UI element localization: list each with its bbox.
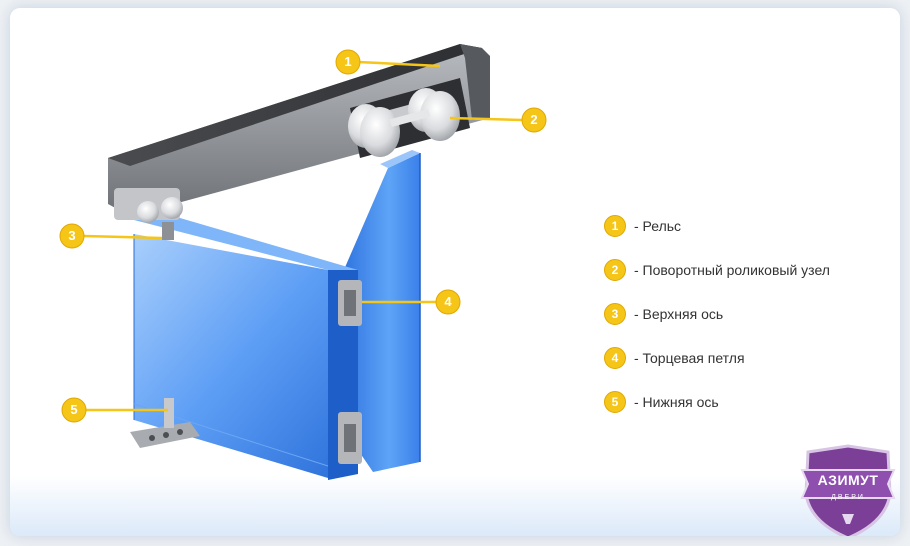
bottom-axis	[130, 398, 200, 448]
legend-label: - Поворотный роликовый узел	[634, 262, 830, 278]
svg-text:4: 4	[444, 294, 452, 309]
back-glass-panel	[343, 150, 421, 472]
legend-label: - Торцевая петля	[634, 350, 745, 366]
diagram-card: 1 2 3 4 5 1 - Рельс 2 - Поворотный ролик…	[10, 8, 900, 536]
legend-item-roller-unit: 2 - Поворотный роликовый узел	[604, 248, 894, 292]
svg-text:2: 2	[530, 112, 537, 127]
top-axis-bracket	[114, 188, 183, 240]
legend-number: 2	[604, 259, 626, 281]
svg-text:5: 5	[70, 402, 77, 417]
legend-number: 4	[604, 347, 626, 369]
legend-item-top-axis: 3 - Верхняя ось	[604, 292, 894, 336]
legend-number: 3	[604, 303, 626, 325]
logo-brand-text: АЗИМУТ	[817, 472, 879, 488]
legend-item-rail: 1 - Рельс	[604, 204, 894, 248]
callout-1: 1	[335, 49, 361, 75]
callout-leaders	[83, 60, 523, 412]
end-hinge-upper	[338, 280, 362, 326]
end-hinge-lower	[338, 412, 362, 464]
callout-3: 3	[59, 223, 85, 249]
roller-unit	[348, 88, 460, 157]
callout-5: 5	[61, 397, 87, 423]
legend-label: - Верхняя ось	[634, 306, 724, 322]
legend-number: 1	[604, 215, 626, 237]
logo-sub-text: ДВЕРИ	[831, 494, 865, 501]
callout-4: 4	[435, 289, 461, 315]
legend-label: - Нижняя ось	[634, 394, 719, 410]
shield-icon	[800, 444, 896, 536]
legend-item-bottom-axis: 5 - Нижняя ось	[604, 380, 894, 424]
legend: 1 - Рельс 2 - Поворотный роликовый узел …	[604, 204, 894, 424]
card-glow	[10, 476, 900, 536]
sliding-door-diagram: 1 2 3 4 5	[59, 44, 547, 480]
callout-2: 2	[521, 107, 547, 133]
svg-text:3: 3	[68, 228, 75, 243]
svg-text:1: 1	[344, 54, 351, 69]
legend-label: - Рельс	[634, 218, 682, 234]
legend-number: 5	[604, 391, 626, 413]
legend-item-end-hinge: 4 - Торцевая петля	[604, 336, 894, 380]
azimut-logo: АЗИМУТ ДВЕРИ	[798, 444, 898, 536]
